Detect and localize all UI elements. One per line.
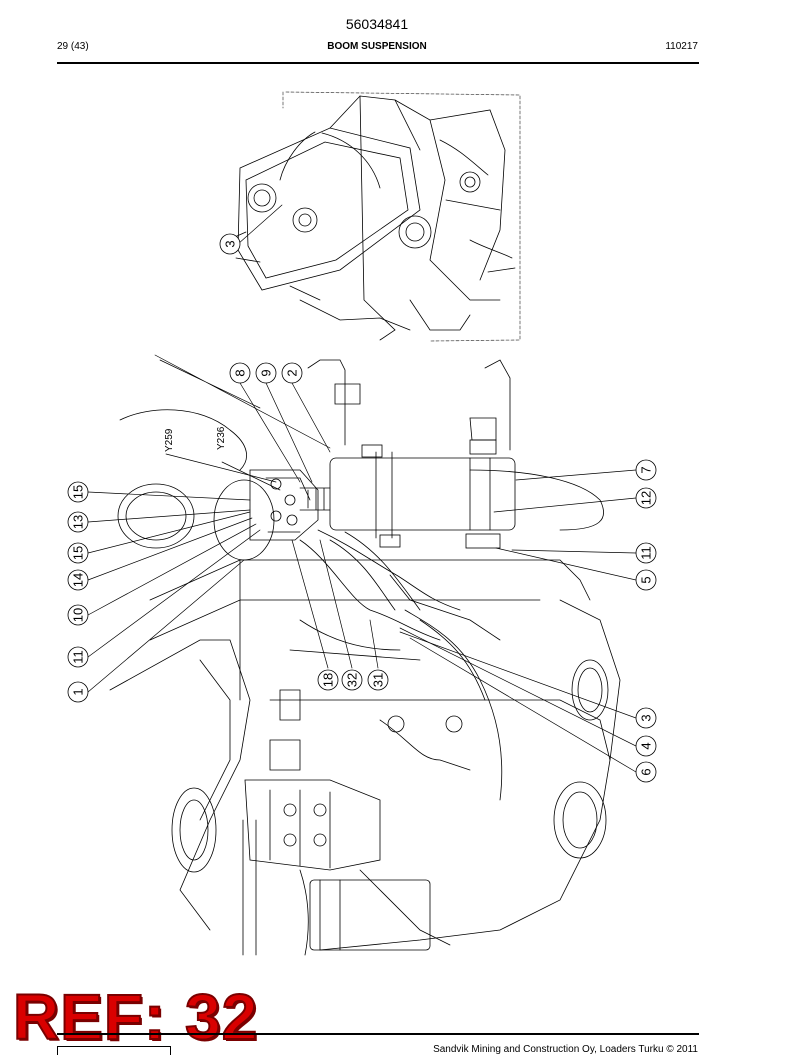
svg-text:11: 11: [71, 650, 86, 664]
svg-text:32: 32: [345, 673, 360, 687]
callout-32: 32: [341, 669, 363, 691]
callout-8: 8: [229, 362, 251, 384]
svg-text:5: 5: [639, 576, 654, 583]
callout-2: 2: [281, 362, 303, 384]
svg-text:8: 8: [233, 369, 248, 376]
footer-copyright: Sandvik Mining and Construction Oy, Load…: [433, 1044, 698, 1055]
signal-label-y259: Y259: [164, 428, 175, 452]
page-title: BOOM SUSPENSION: [327, 41, 427, 52]
company-logo-box: [57, 1046, 171, 1055]
callout-1: 1: [67, 681, 89, 703]
callout-15-lower: 15: [67, 542, 89, 564]
svg-text:15: 15: [71, 546, 86, 560]
page-number: 29 (43): [57, 41, 89, 52]
callout-31: 31: [367, 669, 389, 691]
svg-text:12: 12: [639, 491, 654, 505]
callout-14: 14: [67, 569, 89, 591]
document-number: 56034841: [345, 16, 409, 32]
callout-6: 6: [635, 761, 657, 783]
callout-18: 18: [317, 669, 339, 691]
svg-text:3: 3: [639, 714, 654, 721]
svg-text:6: 6: [639, 768, 654, 775]
svg-text:10: 10: [71, 608, 86, 622]
callout-5: 5: [635, 569, 657, 591]
main-view: [109, 354, 621, 956]
svg-text:15: 15: [71, 485, 86, 499]
callout-11-left: 11: [67, 646, 89, 668]
callout-12: 12: [635, 487, 657, 509]
document-code: 110217: [665, 41, 698, 52]
footer-rule: [57, 1033, 699, 1035]
callout-3-main: 3: [635, 707, 657, 729]
svg-text:18: 18: [321, 673, 336, 687]
callout-13: 13: [67, 511, 89, 533]
svg-text:14: 14: [71, 573, 86, 587]
header-rule: [57, 62, 699, 64]
callout-10: 10: [67, 604, 89, 626]
svg-text:3: 3: [223, 240, 238, 247]
svg-text:9: 9: [259, 369, 274, 376]
svg-text:7: 7: [639, 466, 654, 473]
top-detail-view: [227, 91, 521, 342]
callout-15-upper: 15: [67, 481, 89, 503]
reference-stamp: REF: 32: [12, 981, 259, 1053]
svg-text:4: 4: [639, 742, 654, 749]
svg-text:2: 2: [285, 369, 300, 376]
svg-text:1: 1: [71, 688, 86, 695]
callout-11-right: 11: [635, 542, 657, 564]
svg-text:31: 31: [371, 673, 386, 687]
callout-7: 7: [635, 459, 657, 481]
svg-text:11: 11: [639, 546, 654, 560]
signal-label-y236: Y236: [216, 426, 227, 450]
leader-lines: [87, 204, 637, 773]
callout-4: 4: [635, 735, 657, 757]
callout-3-top: 3: [219, 233, 241, 255]
svg-text:13: 13: [71, 515, 86, 529]
callout-9: 9: [255, 362, 277, 384]
